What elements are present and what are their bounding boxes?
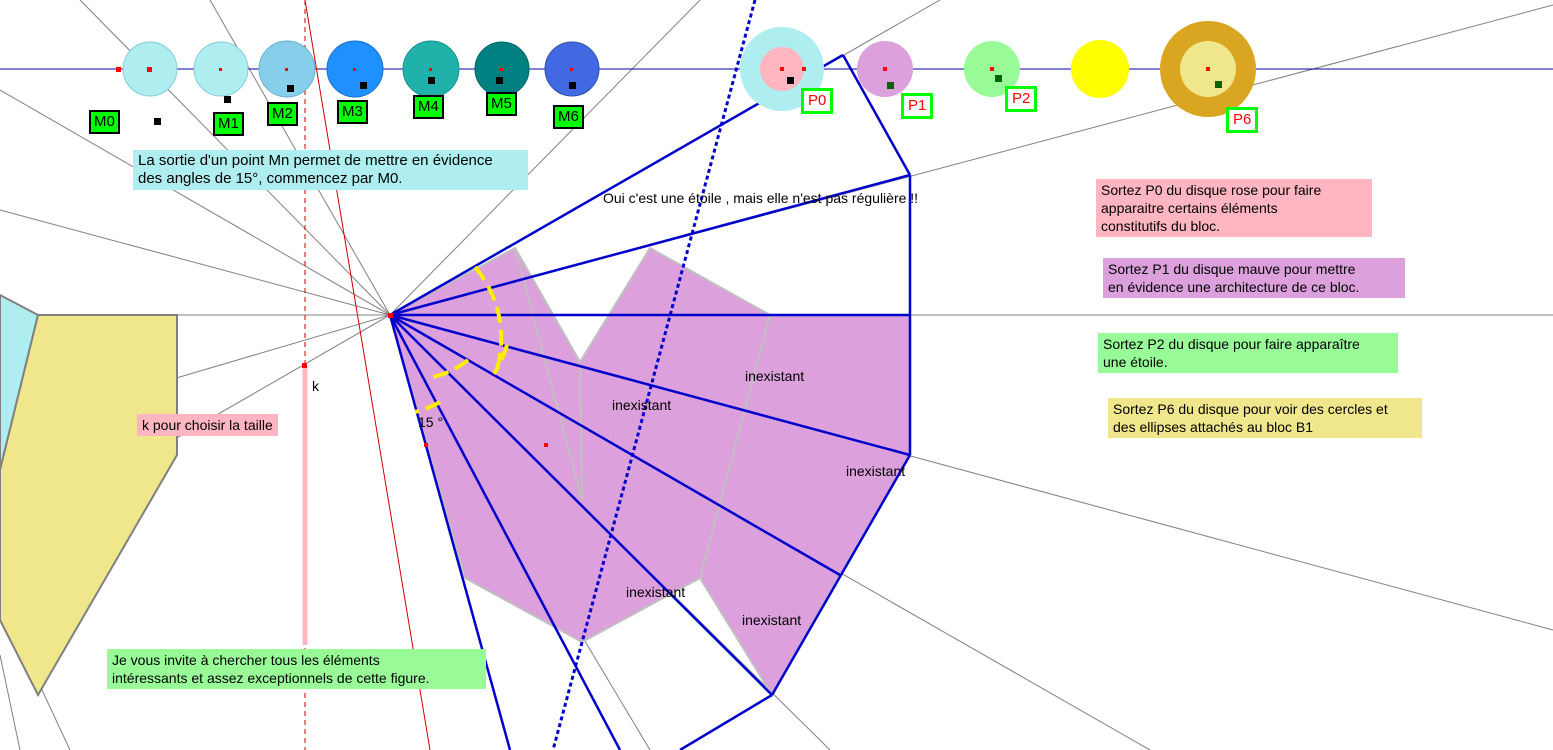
- intro-note: La sortie d'un point Mn permet de mettre…: [133, 150, 528, 190]
- disc-yellow: [1071, 40, 1129, 98]
- p6-handle[interactable]: [1215, 81, 1222, 88]
- invite-note-line1: Je vous invite à chercher tous les éléme…: [112, 652, 380, 668]
- center-point: [388, 313, 393, 318]
- label-p2[interactable]: P2: [1005, 86, 1038, 112]
- red-point-2: [544, 443, 548, 447]
- inexistant-label-4: inexistant: [626, 584, 686, 600]
- m-handles[interactable]: [154, 77, 576, 125]
- label-m5[interactable]: M5: [486, 92, 517, 116]
- p6-note: Sortez P6 du disque pour voir des cercle…: [1108, 398, 1422, 438]
- slider-handle-k[interactable]: [302, 363, 307, 368]
- invite-note-line2: intéressants et assez exceptionnels de c…: [112, 670, 430, 686]
- block-inner-edge-2: [699, 314, 771, 579]
- label-p1[interactable]: P1: [901, 93, 934, 119]
- m2-handle[interactable]: [287, 85, 294, 92]
- blue-dotted-line: [551, 0, 757, 750]
- label-m1[interactable]: M1: [213, 112, 244, 136]
- red-point-3: [424, 443, 428, 447]
- inexistant-label-5: inexistant: [742, 612, 802, 628]
- p1-handle[interactable]: [887, 82, 894, 89]
- p0-note-line3: constitutifs du bloc.: [1101, 218, 1221, 234]
- p1-note: Sortez P1 du disque mauve pour mettre en…: [1103, 258, 1405, 298]
- inexistant-label-2: inexistant: [745, 368, 805, 384]
- m5-handle[interactable]: [496, 77, 503, 84]
- m1-handle[interactable]: [224, 96, 231, 103]
- angle-label: 15 °: [418, 414, 444, 430]
- inexistant-label-3: inexistant: [846, 463, 906, 479]
- p1-note-line2: en évidence une architecture de ce bloc.: [1108, 279, 1360, 295]
- p2-note: Sortez P2 du disque pour faire apparaîtr…: [1098, 333, 1398, 373]
- label-p0[interactable]: P0: [801, 88, 834, 114]
- m4-handle[interactable]: [428, 77, 435, 84]
- label-m3[interactable]: M3: [337, 100, 368, 124]
- invite-note: Je vous invite à chercher tous les éléme…: [107, 649, 486, 689]
- label-m0[interactable]: M0: [89, 110, 120, 134]
- inexistant-label-1: inexistant: [612, 397, 672, 413]
- block-inner-edge: [514, 247, 583, 501]
- p0-note-line1: Sortez P0 du disque rose pour faire: [1101, 182, 1322, 198]
- star-comment: Oui c'est une étoile , mais elle n'est p…: [603, 190, 919, 206]
- p6-note-line1: Sortez P6 du disque pour voir des cercle…: [1113, 401, 1388, 417]
- red-oblique-line: [304, 0, 431, 750]
- label-p6[interactable]: P6: [1226, 107, 1259, 133]
- p2-note-line2: une étoile.: [1103, 354, 1168, 370]
- label-m4[interactable]: M4: [413, 95, 444, 119]
- label-m2[interactable]: M2: [267, 102, 298, 126]
- intro-note-line2: des angles de 15°, commencez par M0.: [138, 170, 403, 187]
- p6-note-line2: des ellipses attachés au bloc B1: [1113, 419, 1314, 435]
- p0-handle[interactable]: [787, 77, 794, 84]
- yellow-block: [0, 314, 178, 698]
- m0-handle[interactable]: [154, 118, 161, 125]
- size-note: k pour choisir la taille: [137, 414, 278, 436]
- p-handles[interactable]: [787, 75, 1222, 89]
- p0-note-line2: apparaitre certains éléments: [1101, 200, 1278, 216]
- m6-handle[interactable]: [569, 82, 576, 89]
- angle-arcs: [414, 265, 509, 414]
- m-discs: [116, 40, 600, 98]
- p1-note-line1: Sortez P1 du disque mauve pour mettre: [1108, 261, 1356, 277]
- p2-handle[interactable]: [995, 75, 1002, 82]
- label-m6[interactable]: M6: [553, 105, 584, 129]
- intro-note-line1: La sortie d'un point Mn permet de mettre…: [138, 152, 493, 169]
- k-label: k: [312, 378, 319, 394]
- p2-note-line1: Sortez P2 du disque pour faire apparaîtr…: [1103, 336, 1360, 352]
- m3-handle[interactable]: [360, 82, 367, 89]
- p0-note: Sortez P0 du disque rose pour faire appa…: [1096, 179, 1372, 237]
